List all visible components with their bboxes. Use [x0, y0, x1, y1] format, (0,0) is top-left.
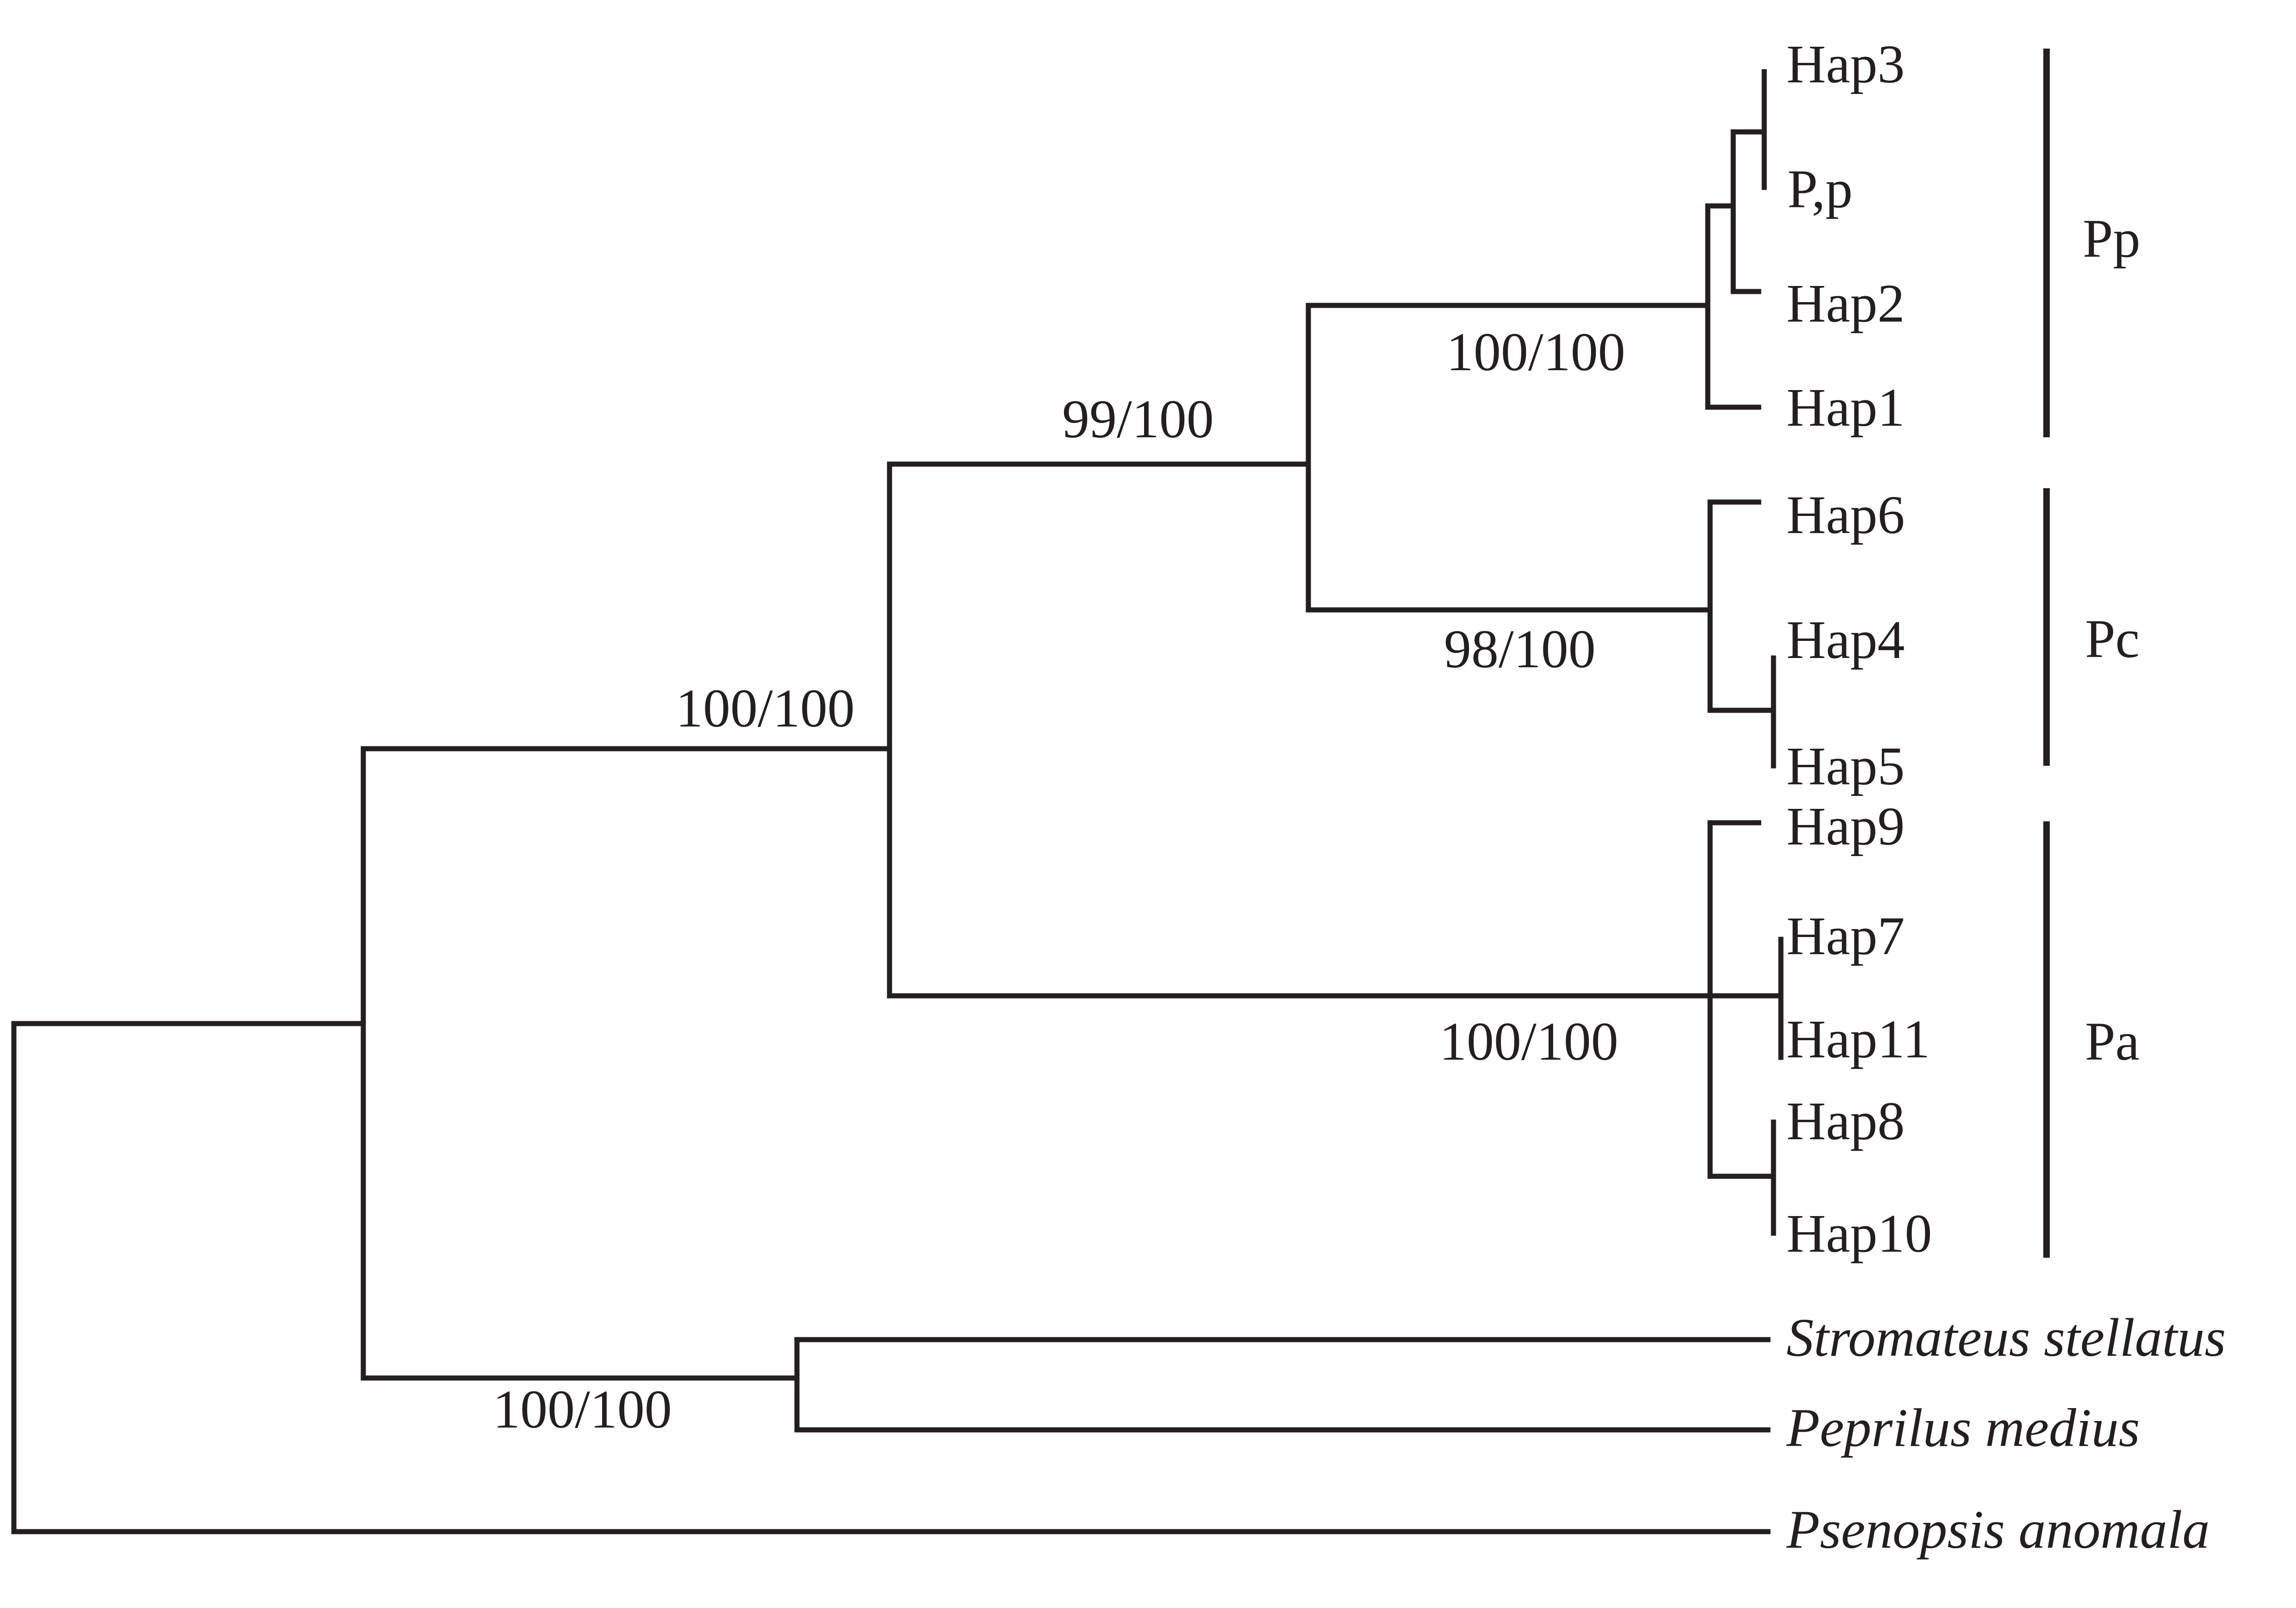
tip-label-pp: P,p	[1787, 159, 1853, 219]
tip-label-hap8: Hap8	[1786, 1091, 1905, 1151]
tip-label-stromateus: Stromateus stellatus	[1786, 1307, 2226, 1368]
tree-branches	[11, 69, 1784, 1534]
tip-label-psenopsis: Psenopsis anomala	[1786, 1499, 2210, 1560]
tip-label-hap6: Hap6	[1786, 484, 1905, 545]
support-outgroup-clade: 100/100	[493, 1379, 672, 1440]
support-pampus-clade: 100/100	[676, 678, 855, 739]
tip-label-hap11: Hap11	[1786, 1009, 1930, 1069]
support-pp-pc-clade: 99/100	[1062, 389, 1214, 449]
branch-root	[11, 1021, 1771, 1534]
group-label-pc: Pc	[2085, 608, 2140, 669]
tip-labels: Hap3 P,p Hap2 Hap1 Hap6 Hap4 Hap5 Hap9 H…	[1786, 34, 2226, 1560]
support-pc-clade: 98/100	[1444, 619, 1596, 679]
tip-label-hap3: Hap3	[1786, 34, 1905, 94]
tip-label-hap5: Hap5	[1786, 736, 1905, 796]
support-pp-clade: 100/100	[1446, 322, 1625, 382]
tip-label-hap10: Hap10	[1786, 1203, 1932, 1264]
tip-label-hap9: Hap9	[1786, 796, 1905, 857]
support-pa-clade: 100/100	[1439, 1011, 1618, 1072]
support-values: 100/100 99/100 98/100 100/100 100/100 10…	[493, 322, 1625, 1440]
tip-label-peprilus: Peprilus medius	[1786, 1397, 2140, 1458]
tip-label-hap4: Hap4	[1786, 609, 1905, 670]
group-label-pp: Pp	[2083, 208, 2140, 269]
group-label-pa: Pa	[2085, 1011, 2140, 1072]
group-labels: Pp Pc Pa	[2083, 208, 2140, 1072]
tip-label-hap2: Hap2	[1786, 273, 1905, 334]
tip-label-hap7: Hap7	[1786, 906, 1905, 966]
tip-label-hap1: Hap1	[1786, 377, 1905, 438]
